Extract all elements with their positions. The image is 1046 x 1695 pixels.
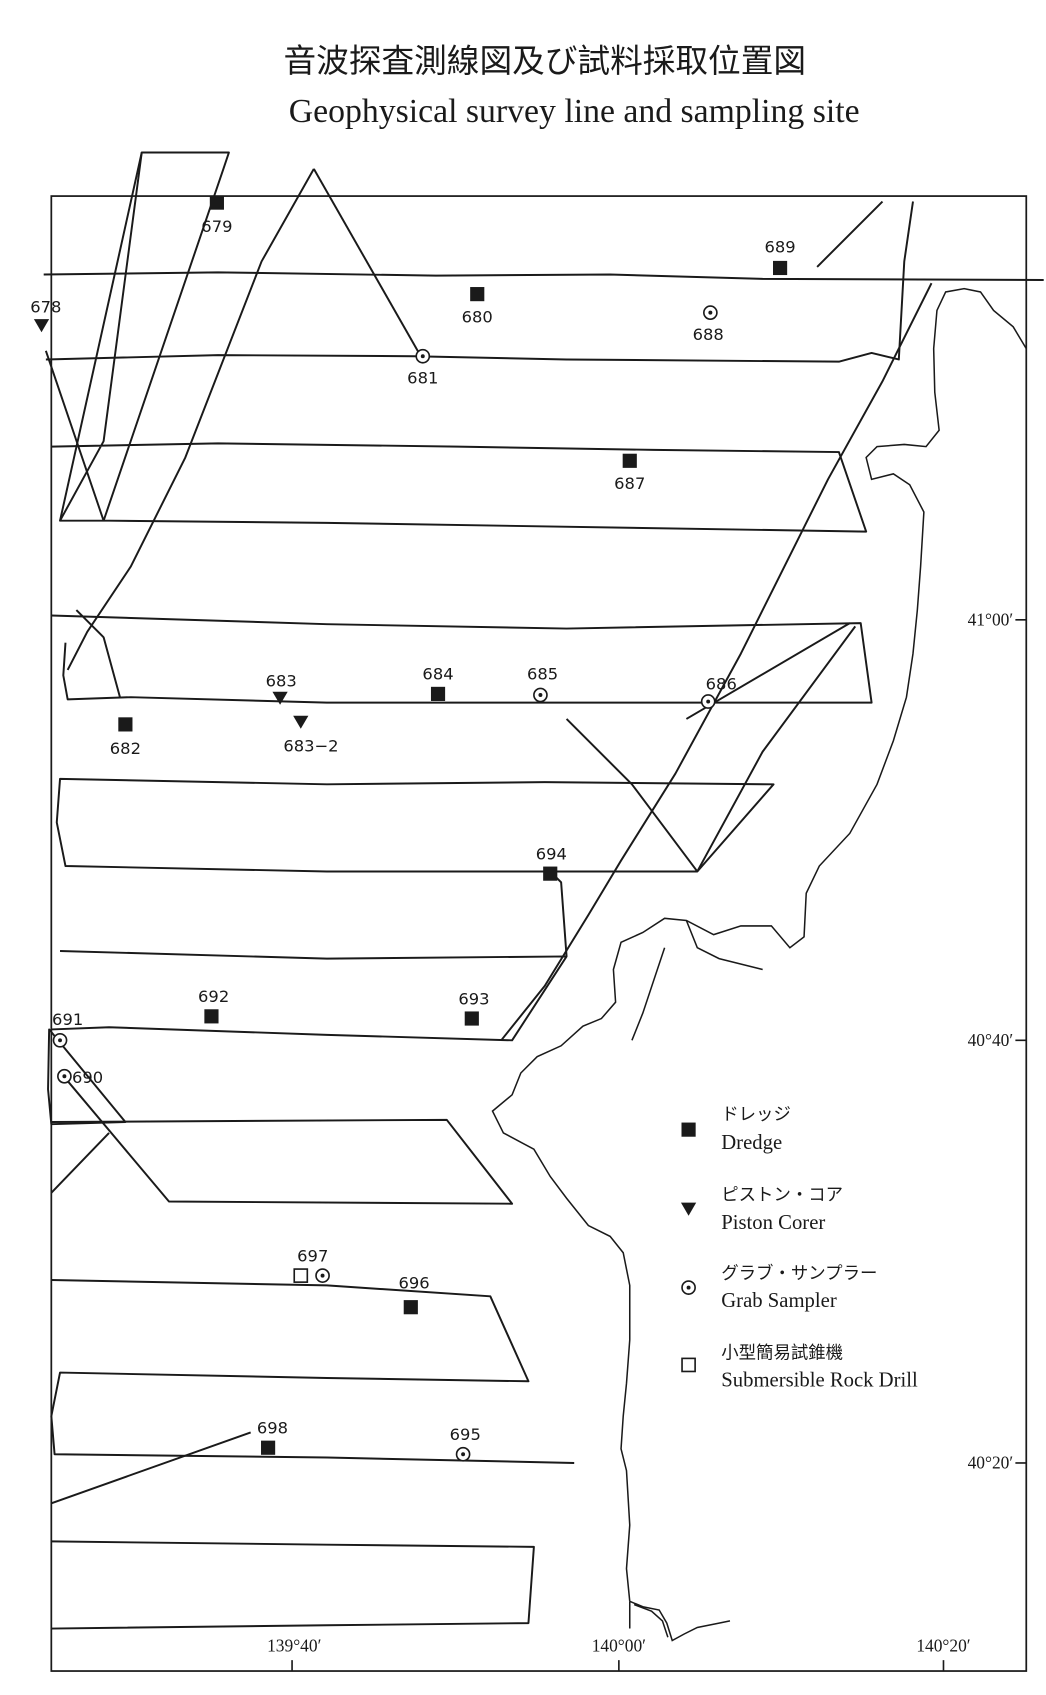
legend-item-rock-drill: 小型簡易試錐機 Submersible Rock Drill (681, 1343, 918, 1392)
legend: ドレッジ Dredge ピストン・コア Piston Corer グラブ・サンプ… (680, 1105, 918, 1392)
legend-english: Grab Sampler (721, 1290, 837, 1312)
site-label: 681 (407, 368, 438, 387)
legend-english: Piston Corer (721, 1212, 825, 1234)
dredge-marker (403, 1300, 418, 1315)
legend-item-piston-corer: ピストン・コア Piston Corer (680, 1185, 843, 1234)
site-label: 689 (764, 238, 795, 257)
dredge-marker (622, 453, 637, 468)
site-label: 685 (527, 665, 558, 684)
site-label: 696 (398, 1274, 429, 1293)
longitude-label: 140°20′ (916, 1635, 970, 1655)
filled-square-icon (681, 1122, 696, 1137)
site-label: 684 (422, 665, 453, 684)
title-japanese: 音波探査測線図及び試料採取位置図 (284, 43, 807, 80)
site-label: 678 (30, 298, 61, 317)
piston-corer-marker (272, 691, 288, 705)
filled-triangle-icon (680, 1202, 697, 1216)
legend-japanese: ドレッジ (721, 1105, 791, 1125)
grab-sampler-marker (415, 348, 431, 364)
latitude-label: 40°20′ (968, 1452, 1014, 1472)
grab-sampler-marker (533, 687, 548, 703)
grab-sampler-marker (455, 1446, 471, 1462)
site-label: 697 (297, 1246, 328, 1265)
legend-item-grab-sampler: グラブ・サンプラー Grab Sampler (681, 1263, 877, 1312)
site-label: 686 (706, 675, 737, 694)
rock-drill-sites (293, 1268, 309, 1283)
site-label: 694 (536, 844, 567, 863)
grab-sampler-sites: 681 688 685 686 691 690 697 695 (52, 305, 737, 1462)
dredge-marker (118, 717, 133, 732)
site-label: 683 (266, 671, 297, 690)
dredge-marker (430, 686, 446, 701)
site-label: 690 (72, 1068, 103, 1087)
open-square-icon (681, 1357, 696, 1373)
latitude-label: 40°40′ (968, 1030, 1014, 1050)
latitude-axis: 41°00′ 40°40′ 40°20′ (968, 609, 1027, 1472)
grab-sampler-marker (52, 1032, 68, 1048)
site-label: 698 (257, 1419, 288, 1438)
site-label: 695 (450, 1425, 481, 1444)
piston-corer-marker (293, 715, 309, 729)
site-label: 679 (201, 217, 232, 236)
site-label: 683−2 (283, 737, 338, 756)
site-label: 688 (693, 325, 724, 344)
grab-sampler-marker (703, 305, 718, 320)
dotted-circle-icon (681, 1280, 696, 1295)
title-english: Geophysical survey line and sampling sit… (289, 93, 860, 130)
dredge-marker (209, 195, 224, 210)
survey-lines (43, 151, 1044, 1630)
site-label: 682 (110, 739, 141, 758)
site-label: 687 (614, 474, 645, 493)
latitude-label: 41°00′ (968, 609, 1014, 629)
legend-english: Dredge (721, 1132, 782, 1154)
legend-japanese: ピストン・コア (721, 1185, 843, 1205)
longitude-label: 139°40′ (267, 1635, 321, 1655)
dredge-marker (464, 1011, 479, 1026)
legend-english: Submersible Rock Drill (721, 1370, 918, 1392)
dredge-marker (204, 1009, 219, 1024)
site-label: 691 (52, 1010, 83, 1029)
dredge-sites: 679 680 689 687 684 682 694 692 693 696 … (110, 195, 796, 1455)
grab-sampler-marker (315, 1268, 330, 1283)
rock-drill-marker (293, 1268, 309, 1283)
site-label: 680 (462, 307, 493, 326)
longitude-axis: 139°40′ 140°00′ 140°20′ (267, 1635, 971, 1672)
dredge-marker (261, 1440, 276, 1455)
legend-japanese: 小型簡易試錐機 (721, 1343, 843, 1363)
dredge-marker (543, 866, 558, 881)
grab-sampler-marker (700, 694, 716, 709)
longitude-label: 140°00′ (592, 1635, 646, 1655)
site-label: 693 (458, 989, 489, 1008)
dredge-marker (470, 287, 485, 302)
grab-sampler-marker (57, 1068, 72, 1084)
legend-japanese: グラブ・サンプラー (721, 1263, 877, 1284)
map-frame (50, 195, 1028, 1672)
piston-corer-marker (33, 319, 50, 333)
site-label: 692 (198, 987, 229, 1006)
piston-corer-sites: 678 683 683−2 (30, 298, 338, 756)
coastline (491, 287, 1027, 1642)
legend-item-dredge: ドレッジ Dredge (681, 1105, 791, 1154)
dredge-marker (773, 260, 788, 276)
